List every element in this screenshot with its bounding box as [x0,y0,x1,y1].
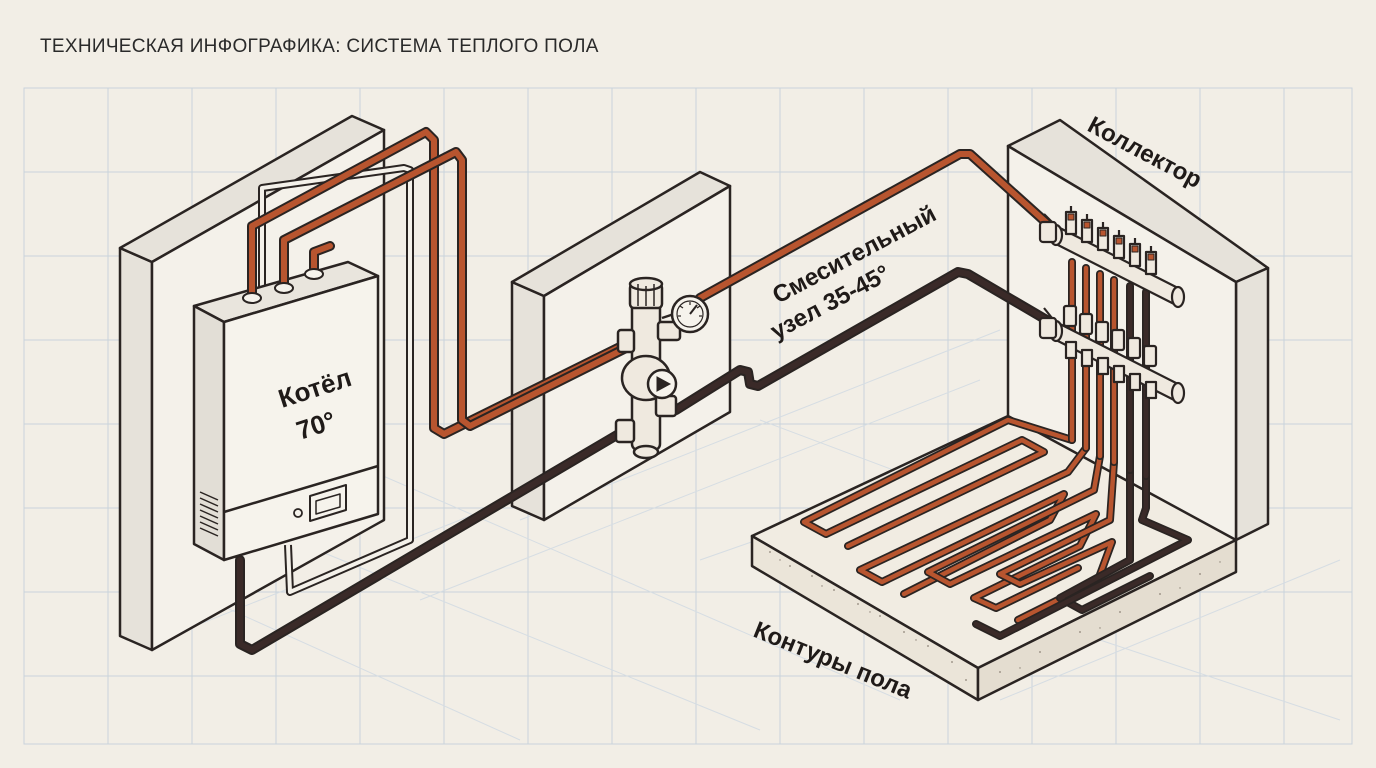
boiler-supply-pipes [247,127,635,439]
boiler-fittings [242,268,324,304]
supply-manifold [1038,206,1186,309]
pressure-gauge-icon [661,294,710,334]
mixer-to-collector-pipes [671,149,1055,415]
slab-texture [769,551,1221,681]
floor-heating-loops [800,416,1192,640]
page-title: ТЕХНИЧЕСКАЯ ИНФОГРАФИКА: СИСТЕМА ТЕПЛОГО… [40,36,599,57]
boiler-return-pipe [235,427,627,655]
return-manifold [1038,304,1186,405]
pump-arrow-icon [646,368,678,400]
mixing-unit [614,276,682,460]
